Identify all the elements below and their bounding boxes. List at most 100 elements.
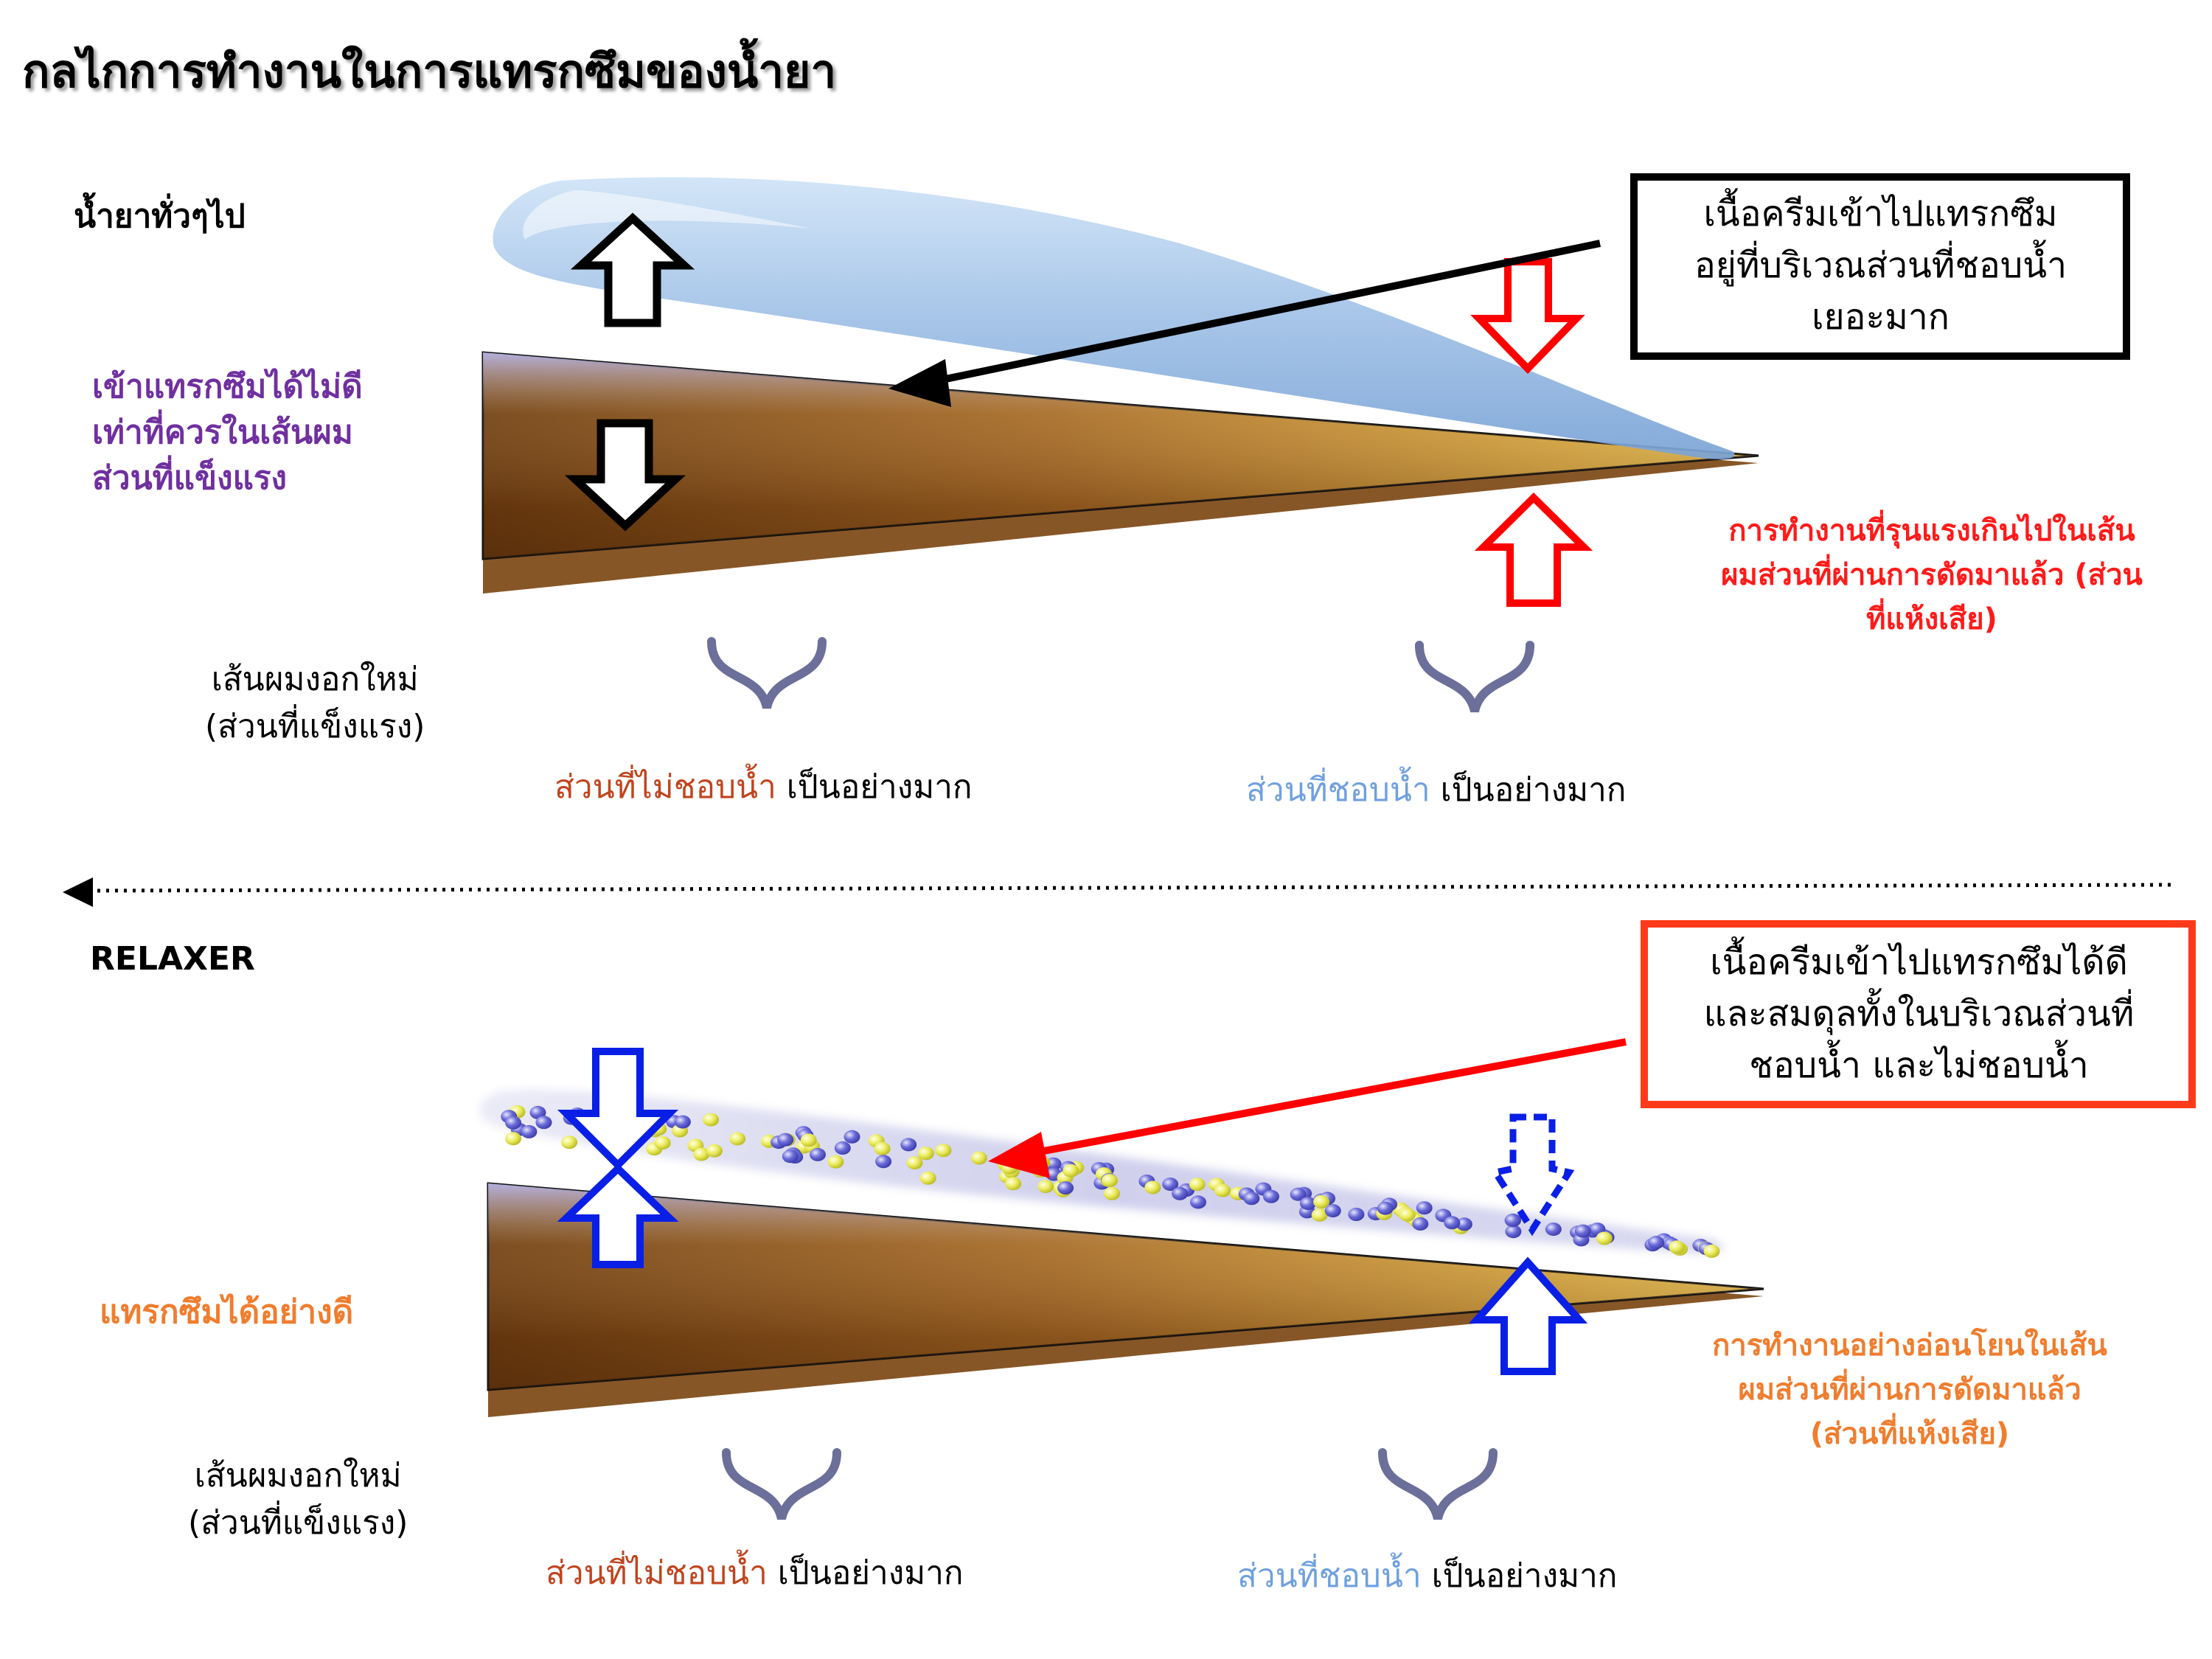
molecule-dot (693, 1147, 710, 1161)
hydrophilic-rest-top: เป็นอย่างมาก (1430, 771, 1627, 809)
red-up-arrow (1474, 492, 1593, 607)
relaxer-label: RELAXER (90, 940, 255, 978)
poor-penetration-line-2: เท่าที่ควรในเส้นผม (92, 414, 353, 451)
blue-down-arrow (557, 1048, 679, 1171)
molecule-dot (970, 1151, 987, 1165)
harsh-action-line-2: ผมส่วนที่ผ่านการดัดมาแล้ว (ส่วน (1721, 558, 2143, 592)
poor-penetration-line-1: เข้าแทรกซึมได้ไม่ดี (92, 368, 363, 406)
molecule-dot (919, 1171, 936, 1185)
molecule-dot (1005, 1177, 1022, 1191)
molecule-dot (1669, 1240, 1686, 1254)
molecule-dot (1057, 1181, 1074, 1195)
molecule-dot (1596, 1231, 1613, 1245)
hydrophobic-term-bottom: ส่วนที่ไม่ชอบน้ำ (546, 1554, 768, 1592)
molecule-dot (800, 1133, 817, 1147)
hydrophobic-rest-top: เป็นอย่างมาก (776, 768, 973, 806)
molecule-dot (834, 1141, 851, 1155)
molecule-dot (1348, 1208, 1365, 1221)
info-box-bottom-text: เนื้อครีมเข้าไปแทรกซึมได้ดี และสมดุลทั้ง… (1652, 936, 2186, 1091)
molecule-dot (1263, 1189, 1279, 1203)
molecule-dot (777, 1133, 794, 1147)
hydrophilic-rest-bottom: เป็นอย่างมาก (1421, 1557, 1618, 1595)
harsh-action-line-3: ที่แห้งเสีย) (1866, 602, 1997, 636)
hair-shaft-top-shade (483, 352, 1759, 559)
info-box-top-line-1: เนื้อครีมเข้าไปแทรกซึม (1703, 193, 2058, 234)
molecule-dot (875, 1155, 892, 1169)
gentle-action-line-1: การทำงานอย่างอ่อนโยนในเส้น (1712, 1329, 2107, 1363)
molecule-dot (706, 1144, 723, 1158)
down-arrow-white-top (564, 419, 686, 532)
molecule-dot (1377, 1201, 1394, 1215)
molecule-dot (810, 1147, 826, 1161)
info-box-bottom (1641, 920, 2196, 1108)
info-box-top-line-3: เยอะมาก (1812, 296, 1950, 338)
up-arrow-white-top (570, 212, 695, 327)
blue-up-arrow (557, 1164, 679, 1268)
molecule-dot (1290, 1187, 1307, 1201)
molecule-dot (1243, 1192, 1260, 1206)
hydrophilic-caption-top: ส่วนที่ชอบน้ำ เป็นอย่างมาก (1246, 764, 1626, 815)
red-down-arrow (1470, 258, 1585, 375)
molecule-dot (1399, 1208, 1416, 1222)
molecule-dot (1062, 1164, 1079, 1178)
molecule-dot (1444, 1216, 1461, 1230)
top-diagram (481, 177, 1759, 713)
pointer-head-bottom (988, 1132, 1050, 1178)
gentle-action-note: การทำงานอย่างอ่อนโยนในเส้น ผมส่วนที่ผ่าน… (1652, 1324, 2168, 1456)
section-separator (63, 877, 2174, 907)
molecule-dot (1416, 1201, 1433, 1215)
cream-blob-top (493, 177, 1735, 459)
hair-shaft-bottom-shade (488, 1183, 1764, 1390)
new-hair-bottom-line-1: เส้นผมงอกใหม่ (194, 1457, 402, 1495)
pointer-head-top (888, 359, 951, 407)
molecule-dot (1104, 1186, 1121, 1200)
new-hair-bottom-line-2: (ส่วนที่แข็งแรง) (188, 1504, 408, 1542)
molecule-dot (674, 1115, 691, 1129)
molecule-dot (529, 1105, 546, 1119)
hydrophilic-caption-bottom: ส่วนที่ชอบน้ำ เป็นอย่างมาก (1237, 1550, 1617, 1601)
separator-line (88, 883, 2174, 893)
molecule-dot (1190, 1195, 1206, 1209)
molecule-dot (906, 1156, 923, 1170)
molecule-dot (1102, 1174, 1118, 1188)
molecule-dot (1648, 1236, 1665, 1250)
hydrophobic-term-top: ส่วนที่ไม่ชอบน้ำ (554, 768, 776, 806)
info-box-bottom-line-1: เนื้อครีมเข้าไปแทรกซึมได้ดี (1710, 942, 2128, 983)
molecule-dot (1455, 1217, 1472, 1231)
molecule-dot (827, 1155, 844, 1169)
poor-penetration-line-3: ส่วนที่แข็งแรง (92, 459, 288, 497)
molecule-dot (1412, 1217, 1429, 1231)
blue-up-arrow-right (1468, 1256, 1588, 1375)
general-solution-label: น้ำยาทั่วๆไป (74, 198, 246, 235)
molecule-dot (1313, 1195, 1330, 1208)
molecule-dot (654, 1136, 671, 1150)
hydrophobic-caption-bottom: ส่วนที่ไม่ชอบน้ำ เป็นอย่างมาก (546, 1547, 964, 1599)
new-hair-line-1: เส้นผมงอกใหม่ (211, 661, 419, 698)
gentle-action-line-3: (ส่วนที่แห้งเสีย) (1809, 1417, 2010, 1451)
molecule-dot (1504, 1214, 1521, 1228)
molecule-dot (1505, 1225, 1522, 1239)
brace-top-left (707, 637, 827, 709)
bottom-diagram (479, 1038, 1764, 1520)
poor-penetration-note: เข้าแทรกซึมได้ไม่ดี เท่าที่ควรในเส้นผม ส… (92, 364, 476, 501)
brace-top-right (1415, 641, 1534, 713)
molecule-dot (935, 1144, 952, 1158)
molecule-dot (782, 1150, 799, 1164)
info-box-bottom-line-2: และสมดุลทั้งในบริเวณส่วนที่ (1703, 993, 2135, 1034)
molecule-dot (1144, 1180, 1161, 1194)
molecule-dot (505, 1132, 522, 1146)
hydrophobic-rest-bottom: เป็นอย่างมาก (767, 1554, 964, 1592)
separator-arrowhead (63, 877, 93, 907)
dotted-blue-arrow (1489, 1113, 1575, 1237)
hydrophilic-term-top: ส่วนที่ชอบน้ำ (1246, 771, 1430, 809)
pointer-line-bottom (1035, 1038, 1627, 1156)
new-hair-label-bottom: เส้นผมงอกใหม่ (ส่วนที่แข็งแรง) (188, 1453, 408, 1547)
molecule-dot (561, 1135, 578, 1150)
molecule-dot (1311, 1208, 1328, 1222)
pointer-line-top (933, 240, 1601, 385)
brace-bottom-left (722, 1448, 841, 1520)
hydrophilic-term-bottom: ส่วนที่ชอบน้ำ (1237, 1557, 1422, 1595)
molecule-dot (900, 1138, 917, 1152)
molecule-dot (874, 1142, 891, 1155)
molecule-dot (521, 1124, 538, 1138)
